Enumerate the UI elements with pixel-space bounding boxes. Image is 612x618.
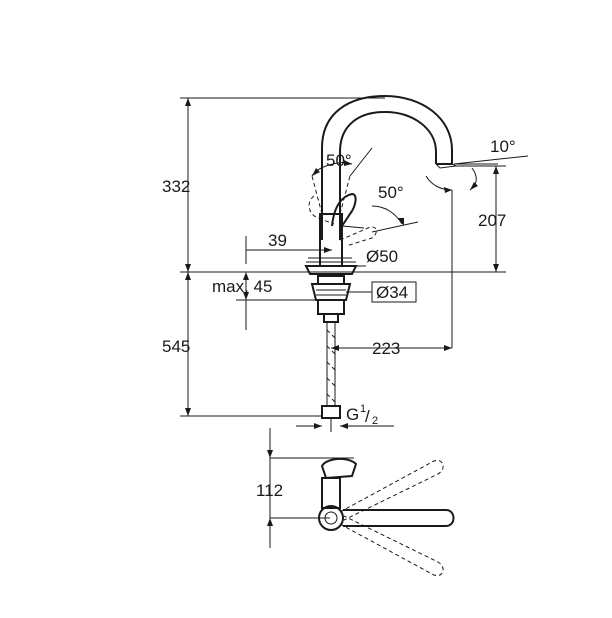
label-reach-223: 223 bbox=[372, 339, 400, 358]
label-angle-spout: 10° bbox=[490, 137, 516, 156]
label-height-total: 332 bbox=[162, 177, 190, 196]
label-thread-g: G bbox=[346, 405, 359, 424]
faucet-side-view bbox=[304, 94, 458, 432]
label-offset-39: 39 bbox=[268, 231, 287, 250]
label-height-outlet: 207 bbox=[478, 211, 506, 230]
label-thread-slash: / bbox=[365, 407, 370, 426]
label-thread-num: 1 bbox=[360, 403, 366, 415]
label-dia-34: Ø34 bbox=[376, 283, 408, 302]
faucet-top-view bbox=[318, 458, 455, 576]
label-thread-den: 2 bbox=[372, 415, 378, 427]
label-max-45: max. 45 bbox=[212, 277, 272, 296]
label-top-112: 112 bbox=[256, 481, 283, 500]
label-angle-lever: 50° bbox=[326, 151, 352, 170]
label-angle-lever-side: 50° bbox=[378, 183, 404, 202]
label-dia-50: Ø50 bbox=[366, 247, 398, 266]
label-below-545: 545 bbox=[162, 337, 190, 356]
dimension-labels: 332 50° 50° 10° 207 39 Ø50 max. 45 Ø34 5… bbox=[162, 137, 516, 500]
dimension-lines bbox=[180, 97, 529, 548]
